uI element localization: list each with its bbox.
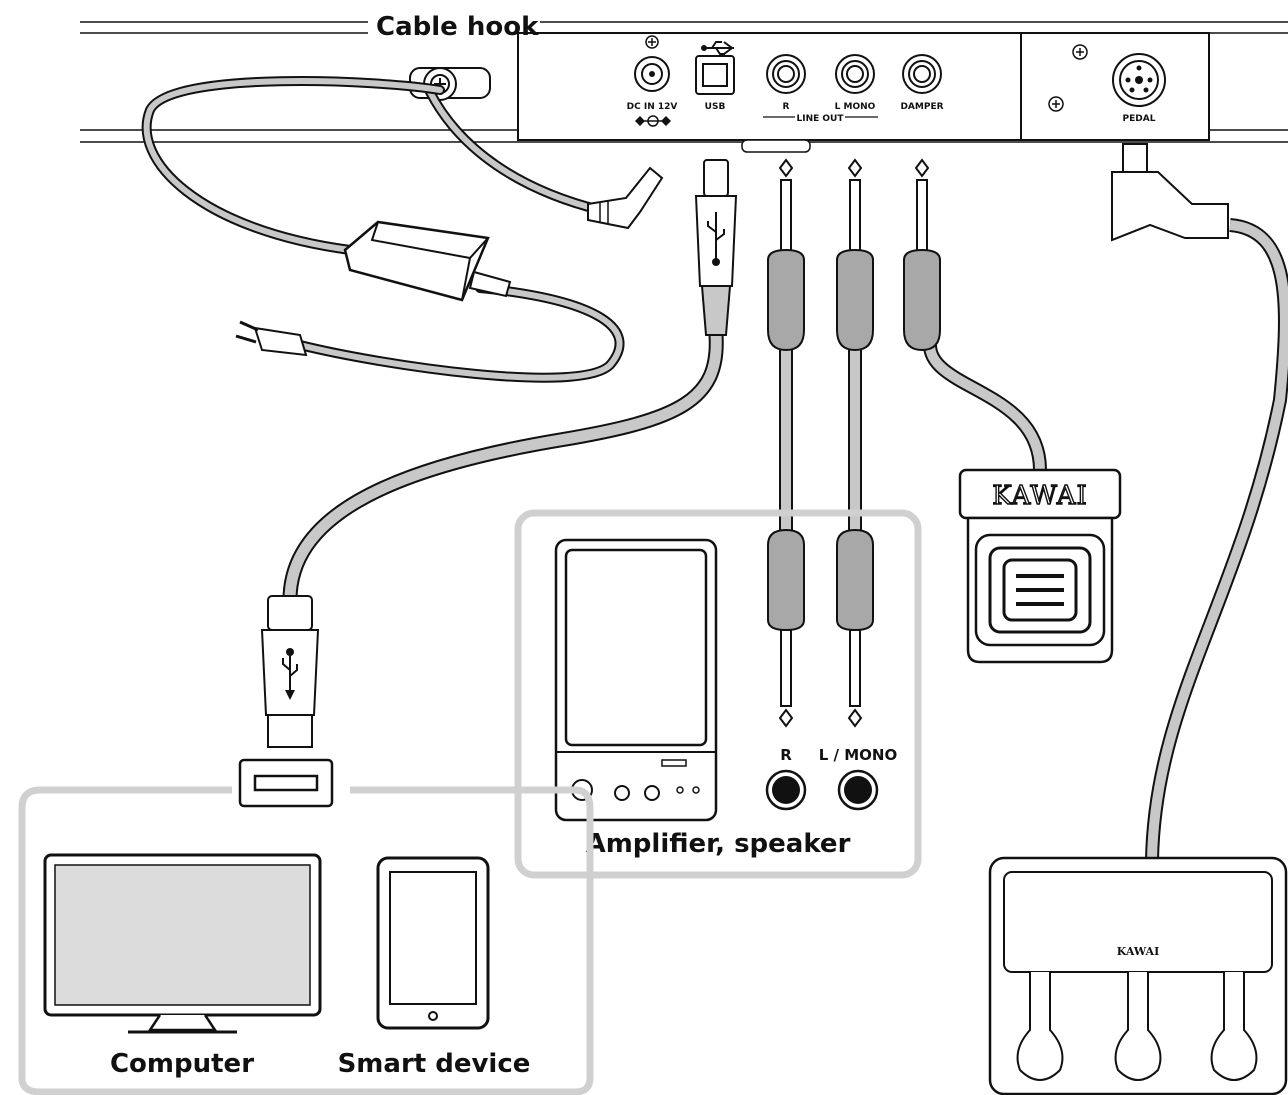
usb-port: USB [695, 41, 735, 112]
line-out-cable-l-mono [836, 158, 874, 728]
usb-port-label: USB [705, 102, 726, 112]
amp-jack-r-label: R [780, 746, 792, 764]
amp-jack-l-mono: L / MONO [819, 746, 897, 811]
amplifier-box: R L / MONO Amplifier, speaker [514, 509, 922, 879]
smart-device-label: Smart device [338, 1049, 531, 1079]
tablet-icon [376, 856, 490, 1030]
amp-jack-l-mono-label: L / MONO [819, 746, 897, 764]
line-out-r-label: R [783, 102, 790, 112]
line-out-l-mono-label: L MONO [835, 102, 876, 112]
line-out-label: LINE OUT [797, 114, 845, 124]
line-out-cable-r [767, 158, 805, 728]
usb-a-port [238, 758, 334, 808]
damper-cable [903, 158, 1047, 471]
triple-pedal-unit: KAWAI [988, 856, 1288, 1095]
pedal-port-label: PEDAL [1123, 114, 1156, 124]
usb-icon [701, 41, 734, 55]
dc-in-port: DC IN 12V [627, 35, 678, 127]
pedal-port: PEDAL [1048, 44, 1166, 124]
computer-icon [43, 853, 322, 1034]
pedal-cable [1111, 143, 1288, 861]
dc-in-label: DC IN 12V [627, 102, 678, 112]
computer-label: Computer [110, 1049, 254, 1079]
speaker-icon [554, 538, 718, 822]
piano-rear-panel [80, 21, 1288, 153]
amplifier-label: Amplifier, speaker [586, 829, 851, 859]
damper-pedal: KAWAI [958, 468, 1122, 664]
line-out-l-mono-port: L MONO [835, 54, 876, 112]
damper-pedal-brand: KAWAI [992, 481, 1088, 511]
cable-hook-label: Cable hook [376, 12, 539, 42]
damper-port: DAMPER [900, 54, 944, 112]
polarity-icon [635, 115, 671, 127]
damper-label: DAMPER [900, 102, 943, 112]
usb-icon [282, 648, 298, 700]
devices-box: Computer Smart device [18, 758, 594, 1095]
amp-jack-r: R [765, 746, 807, 811]
usb-icon [707, 212, 725, 266]
line-out-group: LINE OUT [763, 114, 878, 124]
line-out-r-port: R [766, 54, 806, 112]
power-adapter [141, 76, 664, 383]
usb-cable [260, 159, 738, 748]
pedal-unit-brand: KAWAI [1117, 945, 1159, 958]
